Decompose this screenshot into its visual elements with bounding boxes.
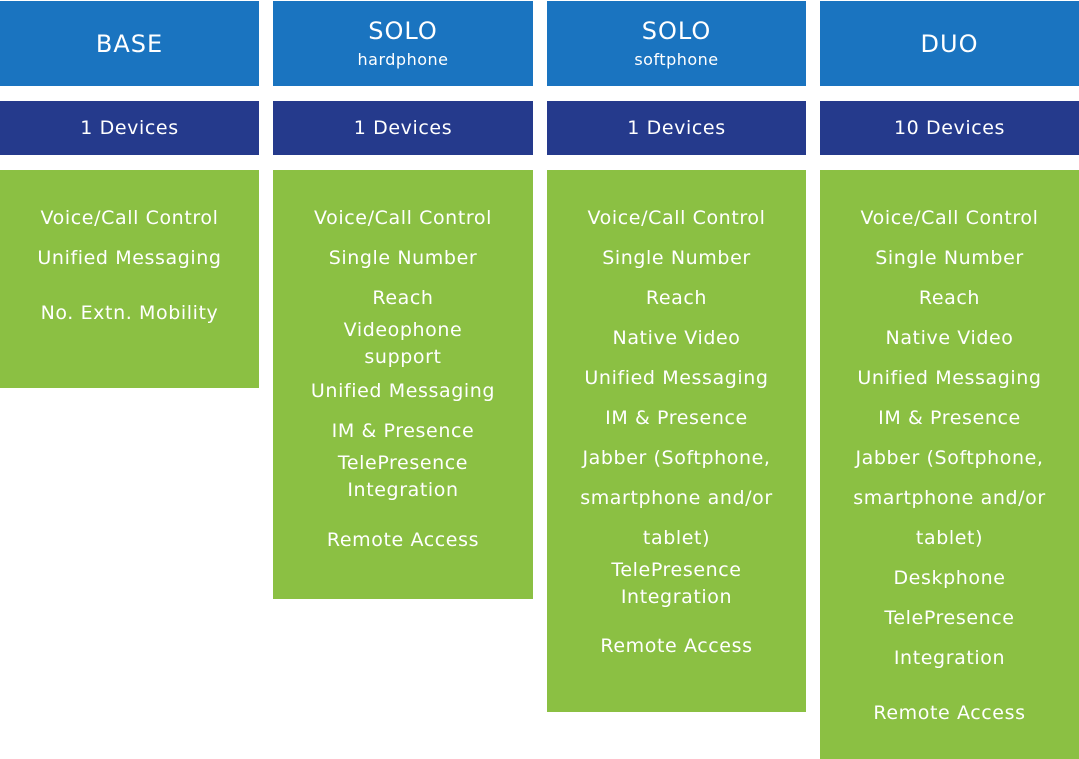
- plan-features: Voice/Call Control Single Number Reach V…: [273, 170, 533, 599]
- feature-item: IM & Presence: [331, 420, 475, 442]
- feature-item: Deskphone: [893, 567, 1006, 589]
- feature-item: No. Extn. Mobility: [40, 302, 219, 324]
- feature-item: Unified Messaging: [310, 380, 496, 402]
- feature-item: TelePresence: [884, 607, 1015, 629]
- feature-item: Single Number: [328, 247, 478, 269]
- feature-item: Voice/Call Control: [314, 207, 492, 229]
- feature-item: Remote Access: [326, 529, 480, 551]
- plan-devices: 1 Devices: [547, 101, 806, 155]
- feature-item: tablet): [642, 527, 711, 549]
- plan-devices: 10 Devices: [820, 101, 1079, 155]
- feature-item: Remote Access: [600, 635, 753, 657]
- feature-item: TelePresence: [337, 452, 469, 474]
- plan-features: Voice/Call Control Unified Messaging No.…: [0, 170, 259, 388]
- feature-item: smartphone and/or: [580, 487, 773, 509]
- plan-subtitle: hardphone: [357, 50, 449, 69]
- feature-item: Jabber (Softphone,: [582, 447, 771, 469]
- feature-item: Voice/Call Control: [40, 207, 219, 229]
- feature-item: Unified Messaging: [37, 247, 222, 269]
- plan-title: SOLO: [641, 17, 712, 45]
- feature-item: Jabber (Softphone,: [855, 447, 1044, 469]
- feature-item: Single Number: [875, 247, 1024, 269]
- feature-item: Native Video: [885, 327, 1014, 349]
- plan-header: BASE: [0, 1, 259, 86]
- plan-title: BASE: [95, 29, 164, 58]
- plan-devices: 1 Devices: [273, 101, 533, 155]
- plan-title: DUO: [920, 29, 979, 58]
- feature-item: support: [364, 346, 442, 368]
- plan-header: SOLO softphone: [547, 1, 806, 86]
- feature-item: Reach: [372, 287, 434, 309]
- feature-item: Reach: [645, 287, 708, 309]
- feature-item: IM & Presence: [605, 407, 748, 429]
- feature-item: IM & Presence: [878, 407, 1021, 429]
- feature-item: Integration: [893, 647, 1006, 669]
- feature-item: Integration: [620, 586, 733, 608]
- feature-item: Reach: [918, 287, 981, 309]
- plan-features: Voice/Call Control Single Number Reach N…: [547, 170, 806, 712]
- feature-item: Voice/Call Control: [587, 207, 766, 229]
- feature-item: Remote Access: [873, 702, 1026, 724]
- feature-item: tablet): [915, 527, 984, 549]
- feature-item: TelePresence: [611, 559, 742, 581]
- feature-item: smartphone and/or: [853, 487, 1046, 509]
- feature-item: Voice/Call Control: [860, 207, 1039, 229]
- plan-title: SOLO: [368, 17, 438, 45]
- feature-item: Native Video: [612, 327, 741, 349]
- plan-header: DUO: [820, 1, 1079, 86]
- feature-item: Single Number: [602, 247, 751, 269]
- feature-item: Integration: [347, 479, 459, 501]
- plan-header: SOLO hardphone: [273, 1, 533, 86]
- plan-features: Voice/Call Control Single Number Reach N…: [820, 170, 1079, 759]
- feature-item: Videophone: [343, 319, 463, 341]
- feature-item: Unified Messaging: [857, 367, 1042, 389]
- plan-devices: 1 Devices: [0, 101, 259, 155]
- plan-subtitle: softphone: [634, 50, 719, 69]
- feature-item: Unified Messaging: [584, 367, 769, 389]
